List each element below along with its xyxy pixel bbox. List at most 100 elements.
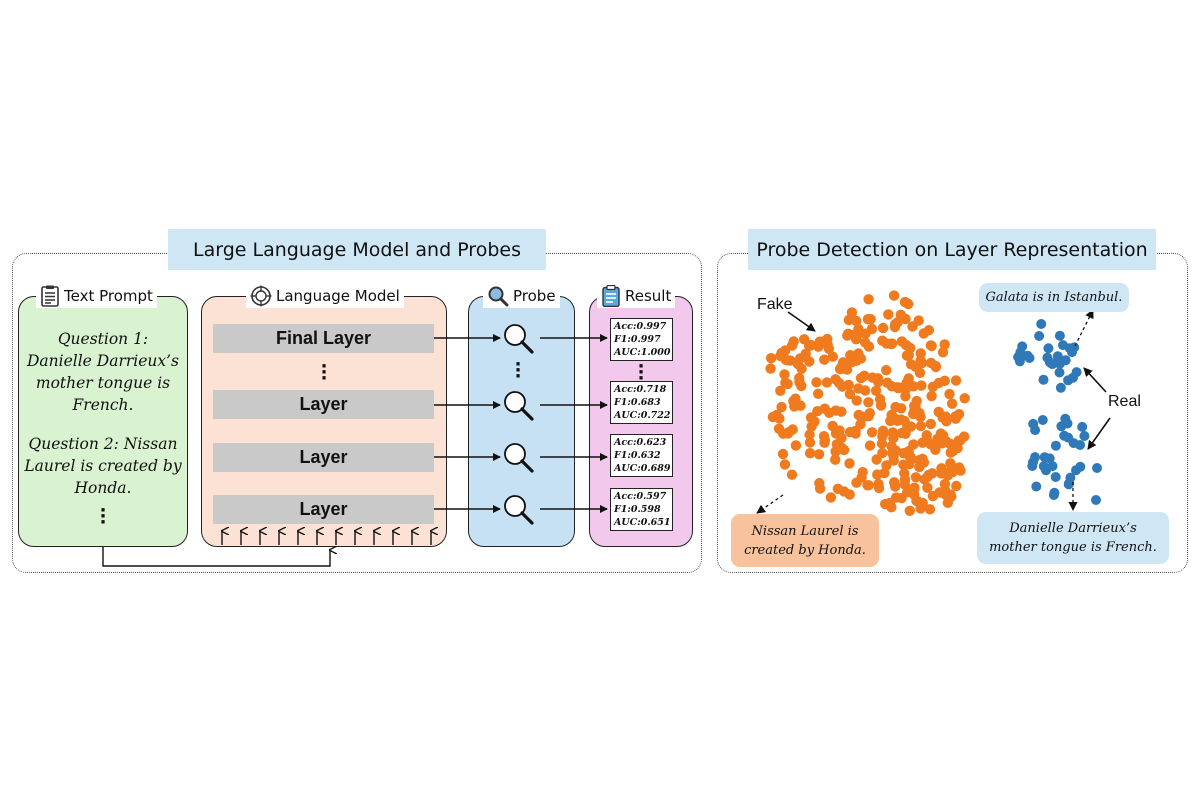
fake-point	[923, 469, 934, 481]
fake-point	[951, 480, 962, 492]
fake-point	[877, 335, 888, 346]
fake-point	[899, 296, 911, 308]
text-prompt-label: Text Prompt	[64, 287, 153, 305]
layer-bar-4: Layer	[213, 495, 434, 524]
fake-point	[905, 359, 917, 370]
fake-point	[844, 489, 855, 500]
real-point	[1058, 340, 1068, 351]
fake-point	[795, 400, 806, 411]
fake-point	[851, 395, 862, 406]
fake-point	[819, 434, 830, 446]
real-point	[1014, 356, 1025, 367]
fake-point	[777, 448, 789, 460]
fake-point	[862, 314, 874, 325]
real-cluster	[1013, 319, 1102, 505]
real-pointer-arrow-upper	[1083, 367, 1107, 393]
real-point	[1034, 331, 1045, 341]
fake-point	[767, 411, 779, 423]
fake-point	[853, 348, 864, 359]
fake-point	[863, 294, 874, 305]
real-point	[1031, 481, 1042, 492]
probe-magnifier-icon-2	[504, 391, 534, 421]
fake-point	[877, 322, 889, 334]
real-point	[1030, 452, 1040, 463]
fake-point	[896, 336, 908, 347]
galata-dashed-connector	[1074, 309, 1094, 347]
fake-point	[779, 369, 790, 380]
fake-point	[888, 290, 900, 301]
fake-point	[811, 377, 822, 388]
fake-point	[775, 385, 786, 396]
fake-point	[836, 432, 847, 444]
fake-point	[878, 428, 889, 439]
real-point	[1091, 495, 1101, 505]
fake-point	[843, 379, 854, 391]
fake-point	[790, 440, 802, 451]
question-1-text: Question 1: Danielle Darrieux’s mother t…	[26, 330, 180, 414]
fake-point	[906, 454, 917, 465]
fake-point	[873, 376, 884, 388]
fake-point	[937, 347, 949, 358]
fake-point	[889, 413, 900, 424]
real-point	[1054, 367, 1065, 378]
real-point	[1052, 351, 1063, 362]
text-prompt-box	[18, 296, 188, 547]
probe-magnifier-icon-3	[504, 443, 534, 473]
real-point	[1027, 461, 1038, 471]
fake-point	[804, 429, 815, 440]
fake-point	[925, 418, 936, 430]
text-prompt-label-group: Text Prompt	[36, 284, 157, 308]
fake-point	[899, 415, 910, 427]
real-point	[1065, 472, 1076, 483]
fake-point	[945, 458, 956, 469]
fake-point	[787, 424, 798, 435]
real-point	[1038, 461, 1049, 472]
fake-point	[864, 408, 875, 419]
fake-point	[896, 403, 907, 414]
fake-point	[899, 479, 910, 490]
fake-point	[917, 453, 928, 465]
real-point	[1024, 353, 1035, 363]
real-point	[1047, 461, 1058, 472]
real-point	[1077, 421, 1088, 432]
result-label: Result	[625, 287, 672, 305]
language-model-label: Language Model	[276, 287, 400, 305]
fake-point	[933, 406, 944, 418]
fake-point	[863, 397, 874, 408]
fake-point	[911, 495, 922, 506]
real-point	[1056, 421, 1067, 432]
target-icon	[250, 285, 272, 307]
result-item-2: Acc:0.718 F1:0.683 AUC:0.722	[610, 381, 673, 424]
fake-point	[796, 363, 807, 374]
fake-point	[939, 478, 951, 490]
nissan-caption: Nissan Laurel is created by Honda.	[731, 514, 879, 567]
fake-point	[925, 340, 937, 351]
fake-point	[953, 462, 965, 473]
fake-point	[933, 377, 944, 389]
real-point	[1054, 330, 1065, 341]
fake-point	[934, 487, 945, 498]
layer-bar-3: Layer	[213, 443, 434, 472]
fake-point	[941, 436, 952, 447]
fake-point	[804, 437, 816, 448]
result-item-3: Acc:0.623 F1:0.632 AUC:0.689	[610, 434, 673, 477]
fake-point	[823, 343, 835, 354]
probe-label: Probe	[513, 287, 556, 305]
layers-more-dots: ···	[320, 356, 328, 389]
fake-point	[871, 454, 882, 465]
fake-point	[926, 390, 937, 402]
fake-point	[908, 439, 919, 450]
real-point	[1075, 461, 1086, 472]
fake-point	[786, 469, 798, 480]
fake-point	[853, 409, 864, 421]
real-point	[1050, 440, 1061, 451]
fake-point	[800, 348, 811, 360]
fake-point	[837, 359, 848, 371]
fake-point	[889, 477, 900, 488]
fake-point	[765, 363, 776, 374]
real-point	[1039, 452, 1050, 463]
fake-point	[880, 498, 891, 510]
llm-probes-title: Large Language Model and Probes	[168, 229, 546, 270]
